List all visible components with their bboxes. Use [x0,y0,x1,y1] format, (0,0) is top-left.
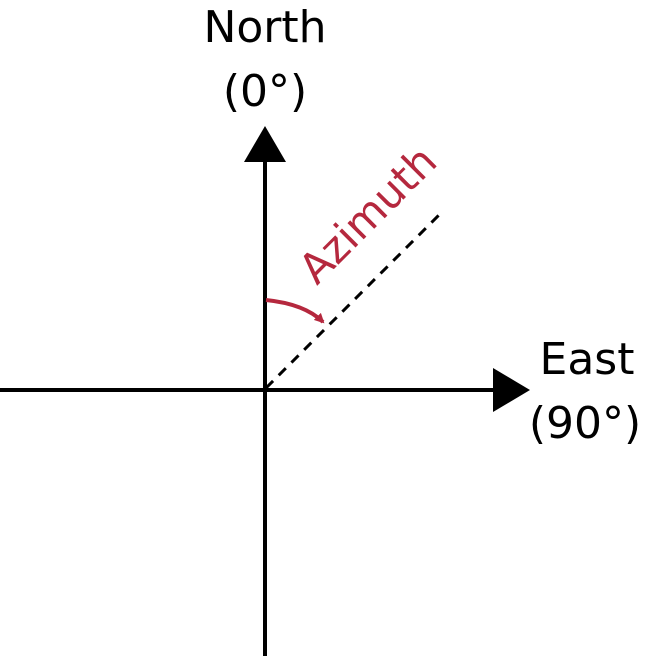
azimuth-arc [265,298,325,324]
azimuth-label: Azimuth [289,136,446,293]
east-arrowhead [493,368,530,412]
north-degrees-label: (0°) [223,66,307,117]
north-label: North [203,2,326,53]
north-arrowhead [244,126,286,162]
azimuth-direction-line [264,212,442,390]
east-degrees-label: (90°) [529,398,641,449]
east-label: East [540,334,635,385]
